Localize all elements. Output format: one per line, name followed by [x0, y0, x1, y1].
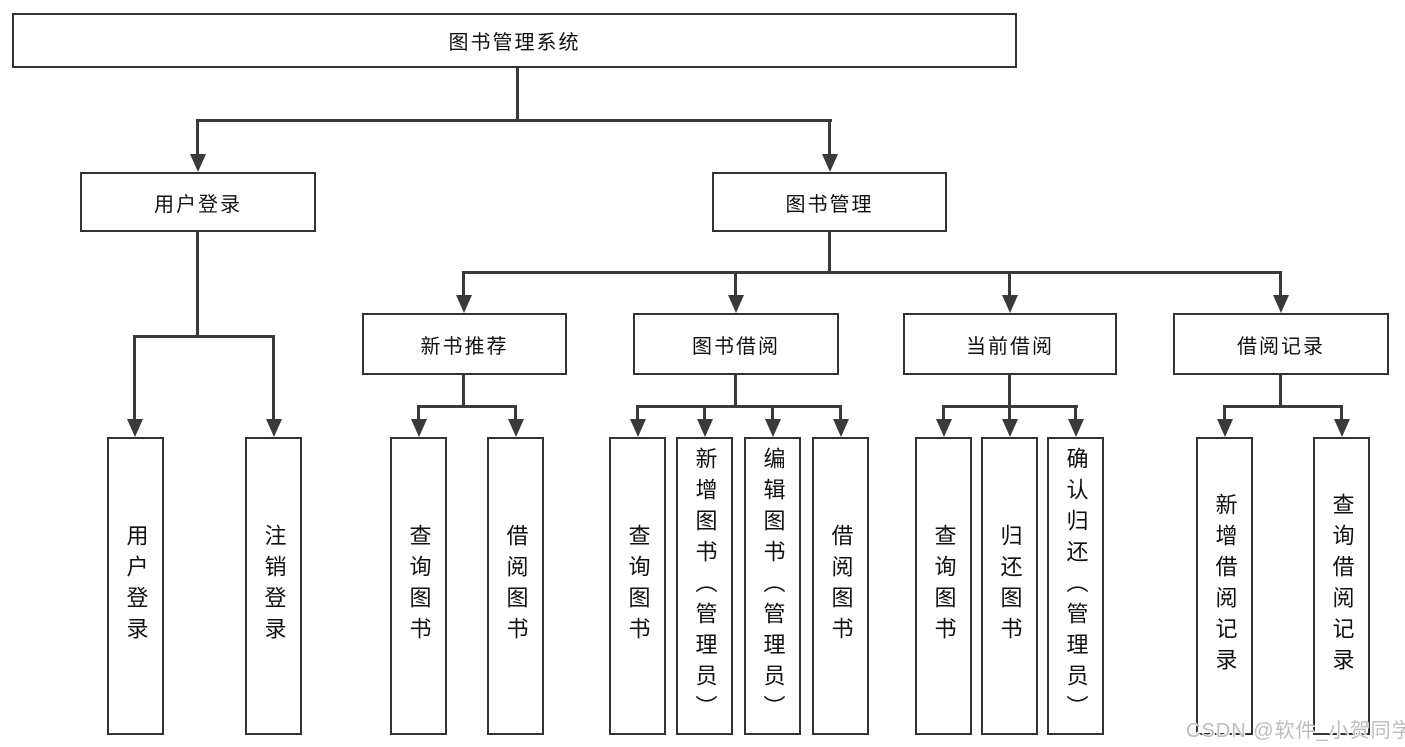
node-user-login: 用户登录: [80, 172, 316, 232]
vertical-line: [462, 375, 465, 408]
arrowhead-down-icon: [833, 419, 849, 437]
leaf-query-books-recommend: 查询图书: [390, 437, 447, 735]
vertical-line: [514, 405, 517, 423]
horizontal-line: [462, 271, 1282, 274]
vertical-line: [1340, 405, 1343, 423]
arrowhead-down-icon: [1273, 295, 1289, 313]
arrowhead-down-icon: [266, 419, 282, 437]
arrowhead-down-icon: [697, 419, 713, 437]
arrowhead-down-icon: [127, 419, 143, 437]
arrowhead-down-icon: [728, 295, 744, 313]
vertical-line: [636, 405, 639, 423]
vertical-line: [771, 405, 774, 423]
vertical-line: [1008, 405, 1011, 423]
arrowhead-down-icon: [822, 154, 838, 172]
vertical-line: [272, 335, 275, 423]
vertical-line: [516, 68, 519, 121]
vertical-line: [828, 119, 831, 155]
vertical-line: [1074, 405, 1077, 423]
horizontal-line: [636, 405, 842, 408]
arrowhead-down-icon: [190, 154, 206, 172]
vertical-line: [734, 375, 737, 408]
arrowhead-down-icon: [1002, 295, 1018, 313]
vertical-line: [417, 405, 420, 423]
node-library-management-system: 图书管理系统: [12, 13, 1017, 68]
arrowhead-down-icon: [508, 419, 524, 437]
arrowhead-down-icon: [1334, 419, 1350, 437]
arrowhead-down-icon: [765, 419, 781, 437]
arrowhead-down-icon: [630, 419, 646, 437]
leaf-borrow-books: 借阅图书: [812, 437, 869, 735]
leaf-confirm-return-admin: 确认归还（管理员）: [1047, 437, 1104, 735]
horizontal-line: [417, 405, 517, 408]
vertical-line: [1279, 375, 1282, 408]
vertical-line: [1279, 271, 1282, 299]
arrowhead-down-icon: [411, 419, 427, 437]
leaf-add-books-admin: 新增图书（管理员）: [676, 437, 733, 735]
vertical-line: [1223, 405, 1226, 423]
leaf-query-borrowing-record: 查询借阅记录: [1313, 437, 1370, 735]
arrowhead-down-icon: [1217, 419, 1233, 437]
leaf-borrow-books-recommend: 借阅图书: [487, 437, 544, 735]
arrowhead-down-icon: [936, 419, 952, 437]
leaf-return-books: 归还图书: [981, 437, 1038, 735]
horizontal-line: [133, 335, 275, 338]
node-book-management: 图书管理: [712, 172, 947, 232]
vertical-line: [133, 335, 136, 423]
node-book-borrowing: 图书借阅: [633, 313, 839, 375]
vertical-line: [703, 405, 706, 423]
vertical-line: [942, 405, 945, 423]
vertical-line: [196, 119, 199, 155]
vertical-line: [196, 232, 199, 338]
horizontal-line: [196, 119, 832, 122]
node-new-book-recommendation: 新书推荐: [362, 313, 567, 375]
csdn-watermark: CSDN @软件_小贺同学: [1186, 720, 1405, 742]
arrowhead-down-icon: [456, 295, 472, 313]
leaf-logout: 注销登录: [245, 437, 302, 735]
leaf-user-login: 用户登录: [107, 437, 164, 735]
vertical-line: [828, 232, 831, 274]
node-borrowing-records: 借阅记录: [1173, 313, 1389, 375]
horizontal-line: [1223, 405, 1343, 408]
leaf-edit-books-admin: 编辑图书（管理员）: [744, 437, 801, 735]
vertical-line: [462, 271, 465, 299]
leaf-query-books-borrowing: 查询图书: [609, 437, 666, 735]
leaf-add-borrowing-record: 新增借阅记录: [1196, 437, 1253, 735]
node-current-borrowing: 当前借阅: [903, 313, 1117, 375]
arrowhead-down-icon: [1002, 419, 1018, 437]
vertical-line: [1008, 375, 1011, 408]
vertical-line: [734, 271, 737, 299]
leaf-query-books-current: 查询图书: [915, 437, 972, 735]
vertical-line: [839, 405, 842, 423]
arrowhead-down-icon: [1068, 419, 1084, 437]
vertical-line: [1008, 271, 1011, 299]
